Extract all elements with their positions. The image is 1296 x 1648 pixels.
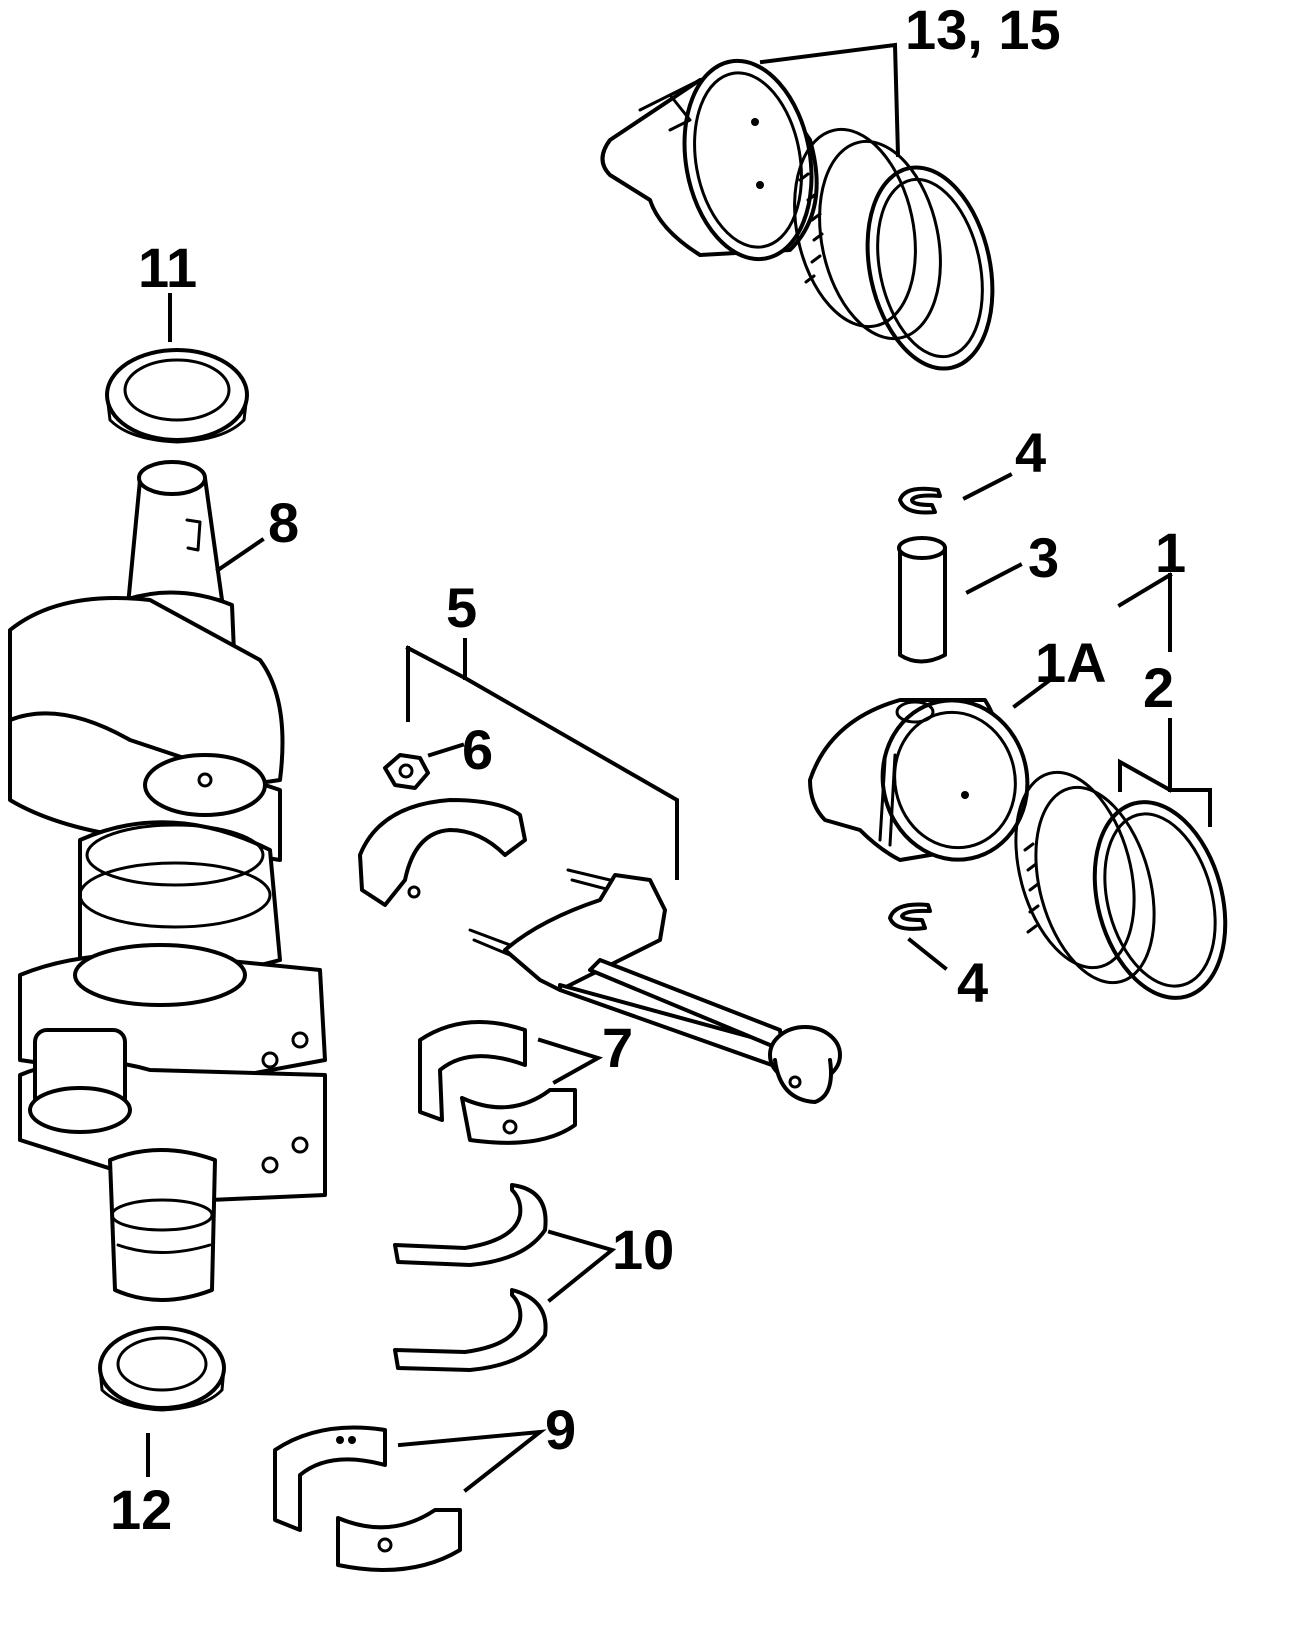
- callout-8: 8: [268, 491, 300, 554]
- connecting-rod: [468, 868, 842, 1104]
- callout-12: 12: [110, 1478, 173, 1541]
- callout-4-bottom: 4: [957, 951, 989, 1014]
- callout-11: 11: [138, 236, 198, 299]
- callout-4-top: 4: [1015, 421, 1047, 484]
- upper-piston-assembly: [600, 58, 819, 262]
- retaining-clip-top: [898, 486, 942, 515]
- locknut: [383, 753, 430, 790]
- piston-pin: [897, 536, 947, 664]
- retaining-clip-bottom: [888, 902, 932, 931]
- piston-rings: [1014, 770, 1228, 1000]
- thrust-washers: [393, 1183, 548, 1372]
- callout-1: 1: [1155, 521, 1187, 584]
- callout-1A: 1A: [1035, 631, 1107, 694]
- callout-2: 2: [1143, 656, 1175, 719]
- callout-5: 5: [446, 576, 478, 639]
- callout-6: 6: [462, 718, 494, 781]
- upper-seal: [105, 348, 249, 444]
- rod-bearing-halves: [418, 1020, 577, 1145]
- main-bearing-halves: [273, 1425, 462, 1572]
- leader-lines: [146, 42, 1212, 1493]
- piston: [808, 698, 1030, 862]
- callout-7: 7: [602, 1016, 634, 1079]
- upper-piston-rings: [793, 127, 995, 371]
- callout-3: 3: [1028, 526, 1060, 589]
- lower-seal: [98, 1326, 226, 1412]
- connecting-rod-cap: [358, 798, 527, 907]
- callout-9: 9: [545, 1398, 577, 1461]
- callout-10: 10: [612, 1218, 675, 1281]
- crankshaft: [8, 460, 327, 1302]
- callout-13-15: 13, 15: [905, 0, 1061, 61]
